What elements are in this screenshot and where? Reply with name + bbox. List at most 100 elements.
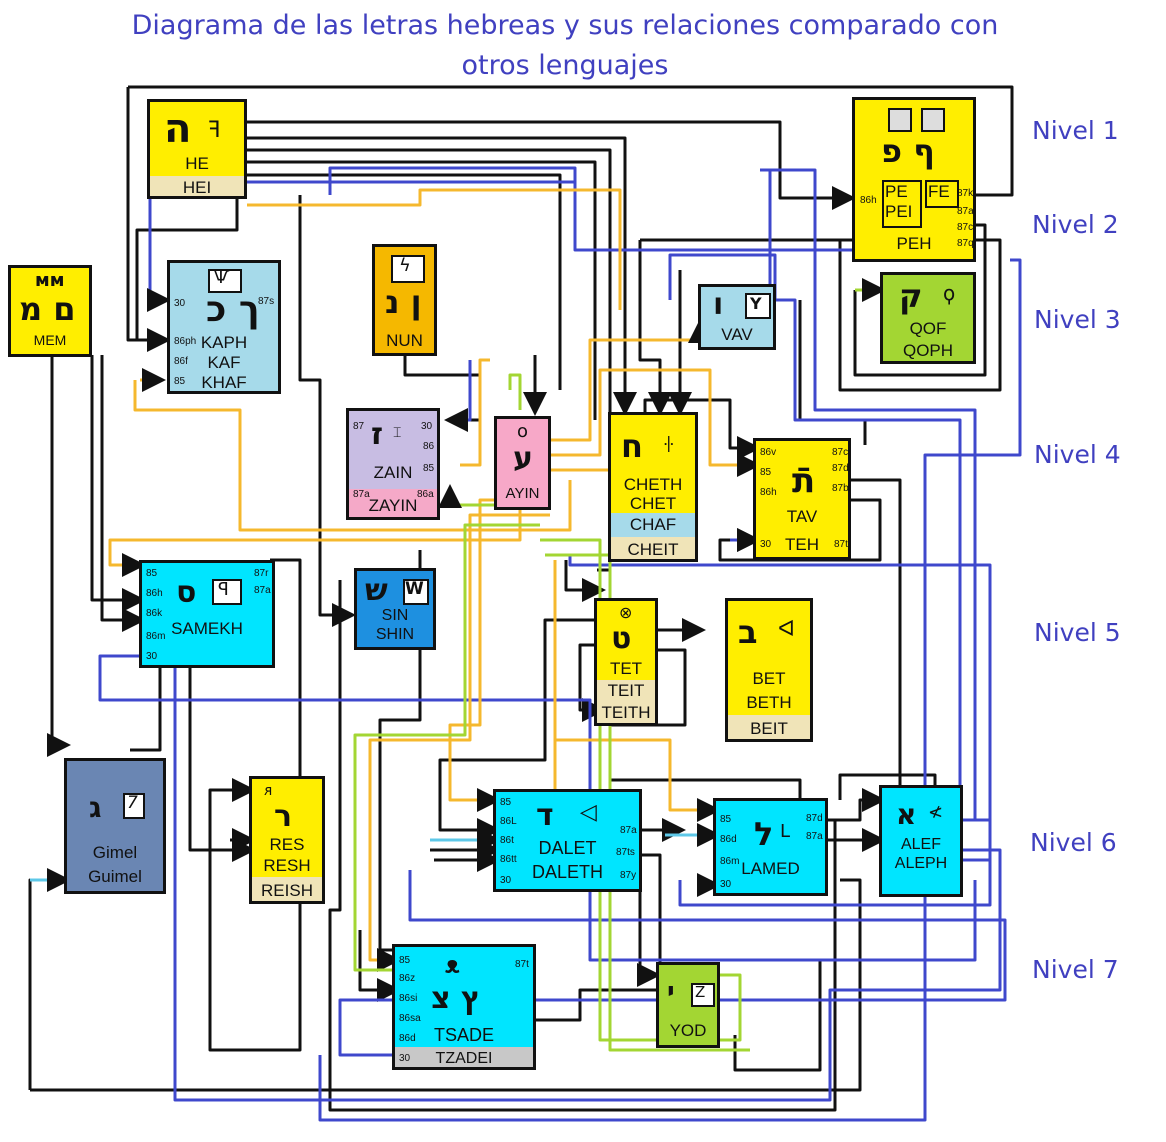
letter-box-kaph[interactable]: Ѱ ך כ 30 87s 86ph 86f 85 KAPH KAF KHAF bbox=[167, 260, 281, 394]
letter-box-samekh[interactable]: 85 86h 86k 86m 30 87r 87a ס ꟼ SAMEKH bbox=[139, 560, 275, 668]
port-label: 86si bbox=[399, 993, 418, 1004]
port-label: 86h bbox=[860, 195, 877, 206]
letter-box-mem[interactable]: ᴍᴍ ם מ MEM bbox=[8, 265, 92, 357]
ancient-glyph-lamed: ᒪ bbox=[780, 821, 791, 842]
port-label: 30 bbox=[399, 1053, 411, 1064]
ancient-glyph-he: ꟻ bbox=[208, 118, 221, 143]
tag-pei: PEI bbox=[885, 202, 913, 221]
letter-name-tet: TET bbox=[609, 659, 643, 678]
port-label: 86m bbox=[146, 631, 166, 642]
ancient-glyph-box-vav bbox=[745, 293, 771, 319]
letter-box-peh[interactable]: ף פ 86h PE PEI FE 87k 87a 87c 87q PEH bbox=[852, 97, 976, 262]
letter-name-dalet: DALET bbox=[538, 838, 597, 858]
letter-box-ayin[interactable]: o ע AYIN bbox=[494, 416, 551, 510]
level-label-2: Nivel 2 bbox=[1032, 210, 1119, 239]
port-label: 30 bbox=[421, 421, 433, 432]
port-label: 86f bbox=[174, 356, 188, 367]
port-label: 86k bbox=[146, 608, 163, 619]
hebrew-glyph-vav: ו bbox=[713, 287, 724, 322]
letter-box-alef[interactable]: א ≮ ALEF ALEPH bbox=[879, 785, 963, 897]
letter-band-he: HEI bbox=[150, 176, 244, 196]
letter-box-nun[interactable]: ϟ ן נ NUN bbox=[372, 244, 437, 356]
port-label: 87a bbox=[254, 585, 271, 596]
ancient-glyph-gimel: 7 bbox=[127, 793, 138, 813]
port-label: 86v bbox=[760, 447, 777, 458]
letter-name-nun: NUN bbox=[386, 331, 423, 350]
port-label: 85 bbox=[760, 467, 772, 478]
letter-name-cheth: CHETH bbox=[623, 475, 683, 494]
port-label: 87t bbox=[515, 959, 529, 970]
hebrew-glyph-res: ר bbox=[274, 799, 293, 834]
letter-name-teh: TEH bbox=[785, 535, 819, 554]
port-label: 86m bbox=[720, 856, 740, 867]
letter-name-khaf: KHAF bbox=[201, 373, 247, 392]
letter-name-samekh: SAMEKH bbox=[171, 619, 243, 638]
hebrew-glyph-cheth: ח bbox=[621, 427, 643, 465]
letter-band-teith-text: TEITH bbox=[601, 703, 651, 722]
letter-box-bet[interactable]: ב ᐊ BET BETH BEIT bbox=[725, 598, 813, 742]
port-label: 87d bbox=[806, 813, 823, 824]
port-label: 87ts bbox=[616, 847, 635, 858]
letter-box-zain[interactable]: 87 ז ⌶ 30 86 85 ZAIN ZAYIN 87a 86a bbox=[346, 408, 440, 520]
hebrew-glyph-mem: ם מ bbox=[19, 290, 76, 328]
letter-band-teit-text: TEIT bbox=[607, 681, 645, 700]
hebrew-glyph-yod: י bbox=[667, 977, 675, 1007]
port-label: 87b bbox=[832, 483, 849, 494]
ancient-glyph-vav: Y bbox=[750, 294, 762, 313]
ancient-glyph-box-gimel bbox=[123, 793, 145, 819]
letter-box-qof[interactable]: ק ϙ QOF QOPH bbox=[880, 272, 976, 364]
ancient-glyph-bet: ᐊ bbox=[778, 617, 795, 642]
letter-name-tav: TAV bbox=[786, 507, 818, 526]
hebrew-glyph-tet: ט bbox=[611, 621, 632, 656]
hebrew-glyph-samekh: ס bbox=[176, 575, 197, 610]
port-label: 30 bbox=[174, 298, 186, 309]
port-label: 85 bbox=[174, 376, 186, 387]
letter-name-ayin: AYIN bbox=[505, 485, 540, 502]
letter-box-sin[interactable]: ש W SIN SHIN bbox=[354, 568, 436, 650]
level-label-1: Nivel 1 bbox=[1032, 116, 1119, 145]
hebrew-glyph-he: ה bbox=[164, 106, 192, 152]
hebrew-glyph-gimel: ג bbox=[89, 791, 102, 824]
ancient-glyph-box-kaph bbox=[208, 269, 242, 293]
letter-name-beth: BETH bbox=[746, 693, 792, 712]
port-label: 86L bbox=[500, 816, 517, 827]
letter-box-cheth[interactable]: ח ꖌ CHETH CHET CHAF CHEIT bbox=[608, 412, 698, 562]
letter-box-gimel[interactable]: ג 7 Gimel Guimel bbox=[64, 758, 166, 894]
ancient-glyph-tsade: ᴥ bbox=[445, 951, 460, 979]
ancient-glyph-box-yod bbox=[691, 983, 715, 1007]
ancient-glyph-ayin: o bbox=[517, 421, 529, 442]
hebrew-glyph-dalet: ד bbox=[536, 798, 554, 833]
letter-box-res[interactable]: ᴙ ר RES RESH REISH bbox=[249, 776, 325, 904]
port-label: 87a bbox=[806, 831, 823, 842]
letter-box-tsade[interactable]: 85 86z 86si 86sa 86d 87t ᴥ ץ צ TSADE TZA… bbox=[392, 944, 536, 1070]
letter-box-dalet[interactable]: 85 86L 86t 86tt 30 87a 87ts 87y ד ◁ DALE… bbox=[493, 789, 642, 892]
letter-box-tav[interactable]: 86v 85 86h 87c 87d 87b תֿ TAV 30 TEH 87t bbox=[753, 438, 851, 560]
port-label: 86 bbox=[423, 441, 435, 452]
letter-band-cheit: CHEIT bbox=[611, 537, 695, 559]
hebrew-glyph-tsade: ץ צ bbox=[431, 981, 481, 1016]
letter-box-vav[interactable]: ו Y VAV bbox=[698, 284, 776, 350]
letter-name-qoph: QOPH bbox=[902, 341, 954, 360]
port-label: 30 bbox=[720, 879, 732, 890]
letter-name-shin: SHIN bbox=[375, 626, 415, 643]
hebrew-glyph-bet: ב bbox=[738, 613, 758, 651]
letter-name-tsade: TSADE bbox=[433, 1025, 494, 1045]
letter-box-tet[interactable]: ⊗ ט TET TEIT TEITH bbox=[594, 598, 658, 726]
letter-name-guimel: Guimel bbox=[88, 867, 142, 886]
letter-name-daleth: DALETH bbox=[531, 862, 603, 882]
ancient-glyph-qof: ϙ bbox=[943, 281, 956, 305]
letter-box-yod[interactable]: י Z YOD bbox=[656, 962, 720, 1048]
ancient-glyph-box-sin bbox=[403, 579, 429, 605]
port-label: 87a bbox=[620, 825, 637, 836]
port-label: 87r bbox=[254, 568, 269, 579]
hebrew-glyph-peh: ף פ bbox=[881, 132, 935, 170]
letter-box-he[interactable]: ה ꟻ HE HEI bbox=[147, 99, 247, 199]
port-label: 86h bbox=[760, 487, 777, 498]
ancient-glyph-box-nun bbox=[391, 255, 425, 283]
letter-box-lamed[interactable]: 85 86d 86m 30 87d 87a ל ᒪ LAMED bbox=[713, 798, 828, 896]
letter-name-kaph: KAPH bbox=[200, 333, 248, 352]
port-label: 86ph bbox=[174, 336, 197, 347]
barcode-icon-2 bbox=[921, 108, 945, 132]
port-label: 30 bbox=[760, 539, 772, 550]
ancient-glyph-zain: ⌶ bbox=[393, 425, 402, 441]
